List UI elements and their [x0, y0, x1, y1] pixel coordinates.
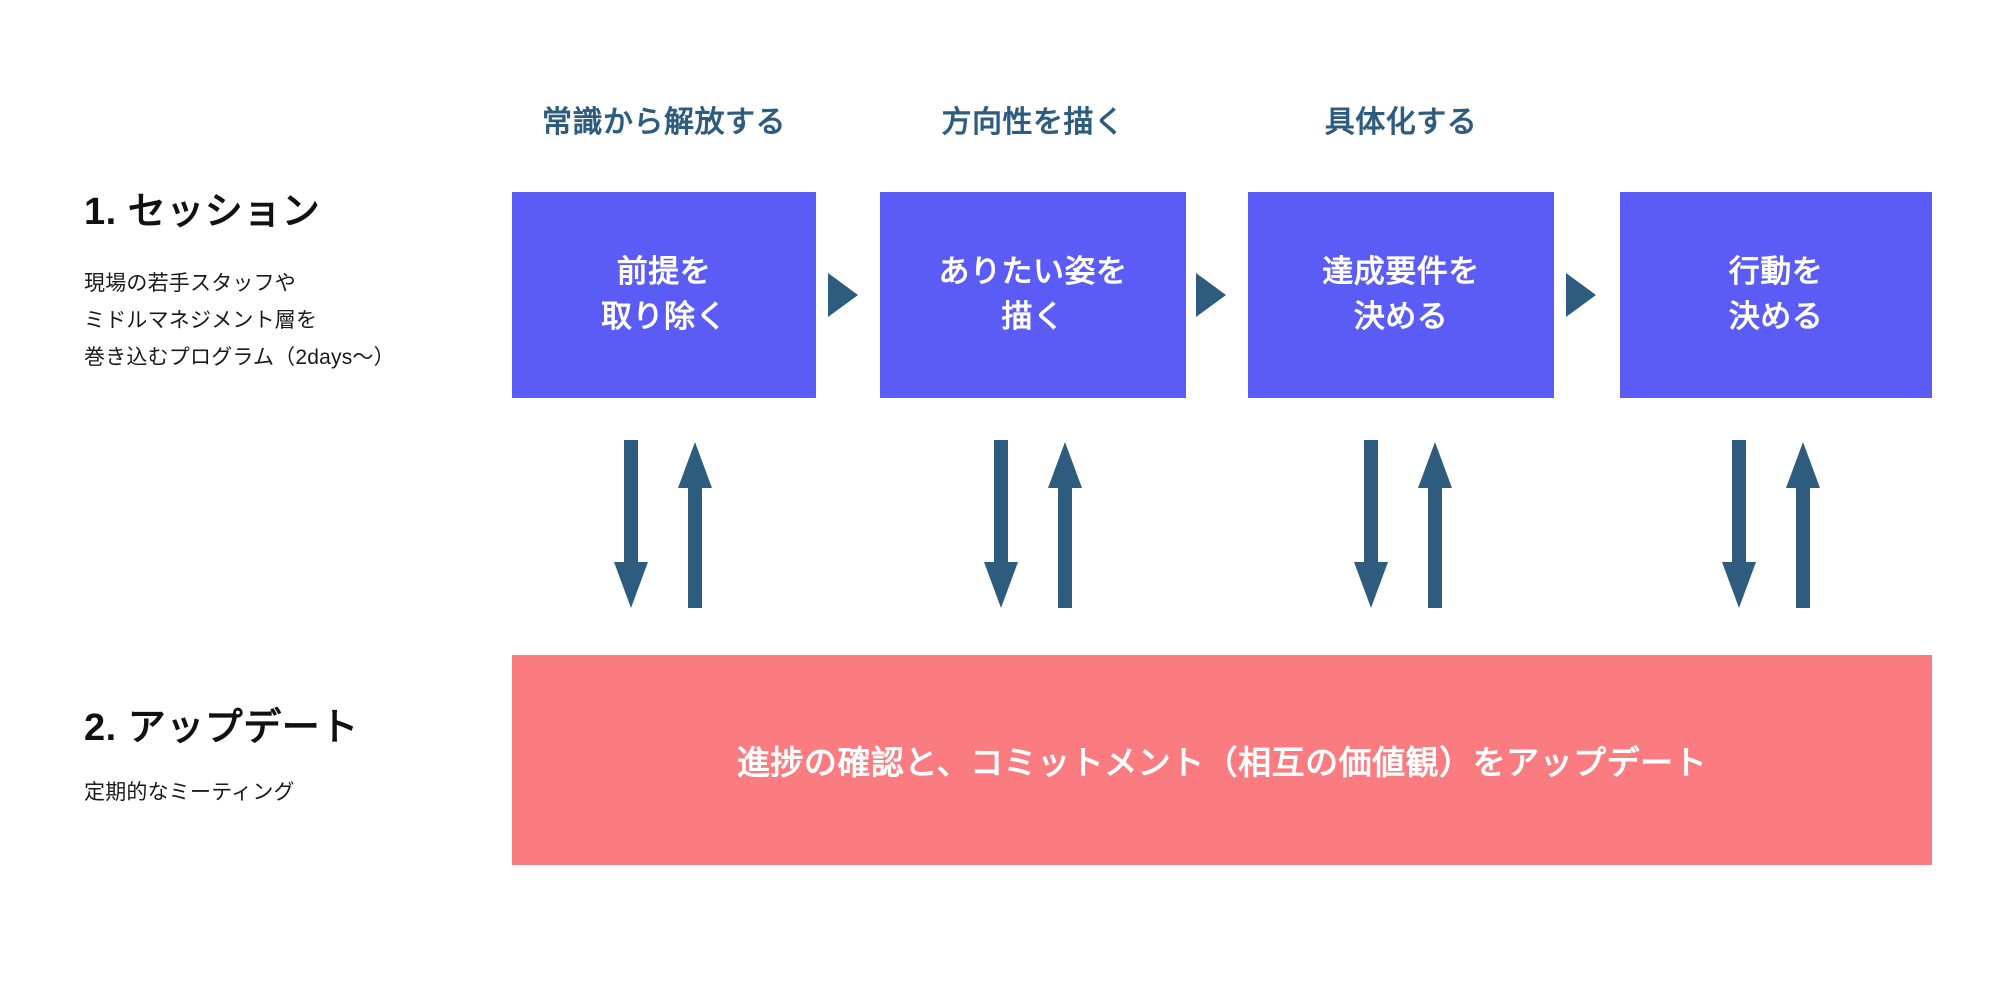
- arrow-down-icon: [984, 440, 1018, 608]
- phase-caption-2: 方向性を描く: [941, 106, 1125, 139]
- section-description-session: 現場の若手スタッフや ミドルマネジメント層を 巻き込むプログラム（2days〜）: [84, 272, 395, 369]
- phase-caption-1: 常識から解放する: [542, 106, 786, 139]
- step-box-4[interactable]: 行動を 決める: [1620, 192, 1932, 398]
- arrow-down-icon: [614, 440, 648, 608]
- arrow-right-icon-1: [828, 273, 858, 317]
- arrow-up-icon: [1786, 442, 1820, 608]
- arrow-right-icon-2: [1196, 273, 1226, 317]
- feedback-arrow-pair-2: [978, 440, 1088, 610]
- step-box-1[interactable]: 前提を 取り除く: [512, 192, 816, 398]
- phase-caption-3: 具体化する: [1324, 106, 1478, 139]
- step-box-3[interactable]: 達成要件を 決める: [1248, 192, 1554, 398]
- section-title-update: 2. アップデート: [84, 707, 359, 749]
- update-banner[interactable]: 進捗の確認と、コミットメント（相互の価値観）をアップデート: [512, 655, 1932, 865]
- feedback-arrow-pair-1: [608, 440, 718, 610]
- arrow-down-icon: [1354, 440, 1388, 608]
- arrow-up-icon: [678, 442, 712, 608]
- arrow-up-icon: [1418, 442, 1452, 608]
- section-description-update: 定期的なミーティング: [84, 781, 295, 804]
- feedback-arrow-pair-4: [1716, 440, 1826, 610]
- step-box-2[interactable]: ありたい姿を 描く: [880, 192, 1186, 398]
- arrow-right-icon-3: [1566, 273, 1596, 317]
- feedback-arrow-pair-3: [1348, 440, 1458, 610]
- section-title-session: 1. セッション: [84, 191, 321, 233]
- arrow-down-icon: [1722, 440, 1756, 608]
- arrow-up-icon: [1048, 442, 1082, 608]
